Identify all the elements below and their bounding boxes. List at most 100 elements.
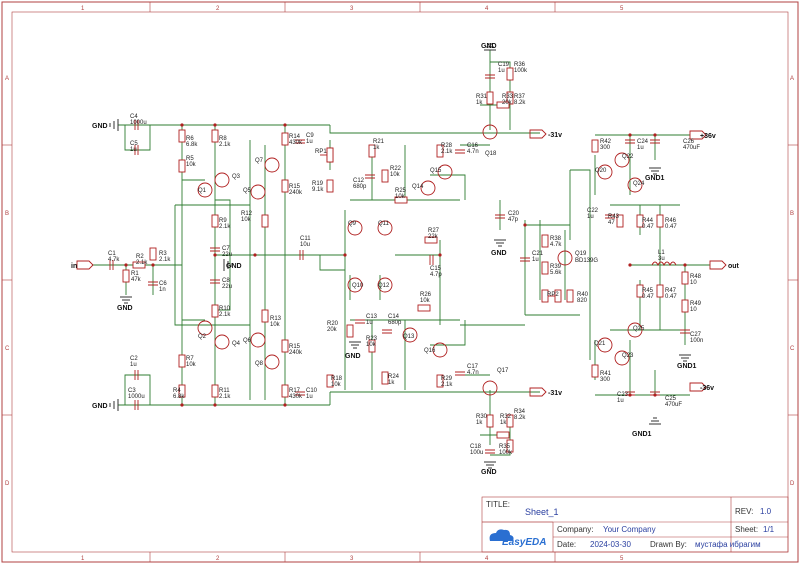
net-gnd-bottom: GND [92, 403, 108, 410]
ref-c11: C11 [300, 236, 311, 242]
title-value: Sheet_1 [525, 507, 559, 517]
value-c9: 1u [306, 139, 313, 145]
value-r33: 20k [502, 100, 513, 106]
net-neg31-bottom: -31v [548, 390, 562, 397]
ref-rp1: RP1 [315, 149, 327, 155]
ref-r19: R19 [312, 181, 324, 187]
ref-r43: R43 [608, 214, 620, 220]
value-c23: 1u [617, 398, 624, 404]
zone-row-b: B [5, 211, 9, 217]
drawn-by-value: мустафа ибрагим [695, 540, 761, 549]
value-r22: 10k [390, 172, 401, 178]
transistor-q10: Q10 [352, 283, 364, 289]
ref-r47: R47 [665, 288, 677, 294]
transistor-q25: Q25 [633, 326, 645, 332]
company-label: Company: [557, 525, 593, 534]
ref-c8: C8 [222, 278, 230, 284]
value-r3: 2.1k [159, 257, 171, 263]
value-r34: 8.2k [514, 415, 526, 421]
ref-r4: R4 [173, 388, 181, 394]
zone-col-1: 1 [81, 6, 85, 12]
ref-r15b: R15 [289, 344, 301, 350]
value-c17: 4.7n [467, 370, 479, 376]
value-r10: 2.1k [219, 312, 231, 318]
ref-r38: R38 [550, 236, 562, 242]
ref-r30: R30 [476, 414, 488, 420]
value-r49: 10 [690, 307, 697, 313]
value-r6: 6.8k [186, 142, 198, 148]
rev-label: REV: [735, 507, 753, 516]
ref-r25: R25 [395, 188, 407, 194]
drawn-by-label: Drawn By: [650, 540, 687, 549]
ref-c5: C5 [130, 141, 138, 147]
ref-r10: R10 [219, 306, 231, 312]
value-r30: 1k [476, 420, 483, 426]
zone-col-3-bottom: 3 [350, 556, 354, 562]
ref-l1: L1 [658, 250, 665, 256]
net-out: out [728, 263, 740, 270]
output-port-icon [709, 260, 727, 270]
value-c10: 1u [306, 394, 313, 400]
ref-c18: C18 [470, 444, 482, 450]
zone-row-a-right: A [790, 76, 794, 82]
ref-r3: R3 [159, 251, 167, 257]
zone-row-d-right: D [790, 481, 795, 487]
ref-r15a: R15 [289, 184, 301, 190]
value-r9: 2.1k [219, 224, 231, 230]
value-r28: 2.1k [441, 149, 453, 155]
ref-r41: R41 [600, 371, 612, 377]
ref-c154: C15 [430, 266, 442, 272]
ground-symbols [109, 43, 691, 469]
ref-r11: R11 [219, 388, 230, 394]
transistor-q5: Q5 [243, 188, 252, 194]
value-r21: 1k [373, 145, 380, 151]
net-gnd-mid: GND [226, 263, 242, 270]
ref-r1: R1 [131, 271, 139, 277]
zone-row-d: D [5, 481, 10, 487]
value-c11: 10u [300, 242, 310, 248]
ref-r45: R45 [642, 288, 654, 294]
transistor-q20: Q20 [595, 168, 607, 174]
value-c13: 1u [366, 320, 373, 326]
value-r2: 2.1k [136, 260, 148, 266]
ref-c4: C4 [130, 114, 138, 120]
value-c18: 100u [470, 450, 483, 456]
ref-r9: R9 [219, 218, 227, 224]
net-pos36: +36v [700, 133, 716, 140]
zone-col-5-bottom: 5 [620, 556, 624, 562]
ref-c20: C20 [508, 211, 520, 217]
net-gnd1-top: GND1 [645, 175, 665, 182]
ref-r40: R40 [577, 292, 589, 298]
value-r13: 10k [270, 322, 281, 328]
ref-r29: R29 [441, 376, 453, 382]
ref-r12: R12 [241, 211, 253, 217]
net-gnd1-zobel: GND1 [677, 363, 697, 370]
value-r15b: 240k [289, 350, 303, 356]
value-c14: 680p [388, 320, 402, 326]
ref-r36: R36 [514, 62, 526, 68]
ref-r6: R6 [186, 136, 194, 142]
value-r27: 22k [428, 234, 439, 240]
value-r17: 430k [289, 394, 303, 400]
value-r35: 100k [499, 450, 513, 456]
input-port-icon [76, 260, 94, 270]
ref-r18: R18 [331, 376, 343, 382]
transistor-q4: Q4 [232, 341, 241, 347]
sheet-value: 1/1 [763, 525, 775, 534]
ref-r2: R2 [136, 254, 144, 260]
ref-c17: C17 [467, 364, 479, 370]
ref-r5: R5 [186, 156, 194, 162]
ref-rp2: RP2 [547, 292, 559, 298]
value-r47: 0.47 [665, 294, 677, 300]
net-gnd-q18: GND [481, 43, 497, 50]
value-r18: 10k [331, 382, 342, 388]
title-block: TITLE: Sheet_1 REV: 1.0 Company: Your Co… [481, 496, 789, 553]
ref-c24: C24 [637, 139, 649, 145]
date-value: 2024-03-30 [590, 540, 631, 549]
net-gnd1-bottom: GND1 [632, 431, 652, 438]
value-r43: 47 [608, 220, 615, 226]
value-c19: 1u [498, 68, 505, 74]
value-c20: 47p [508, 217, 519, 223]
ref-r27: R27 [428, 228, 440, 234]
